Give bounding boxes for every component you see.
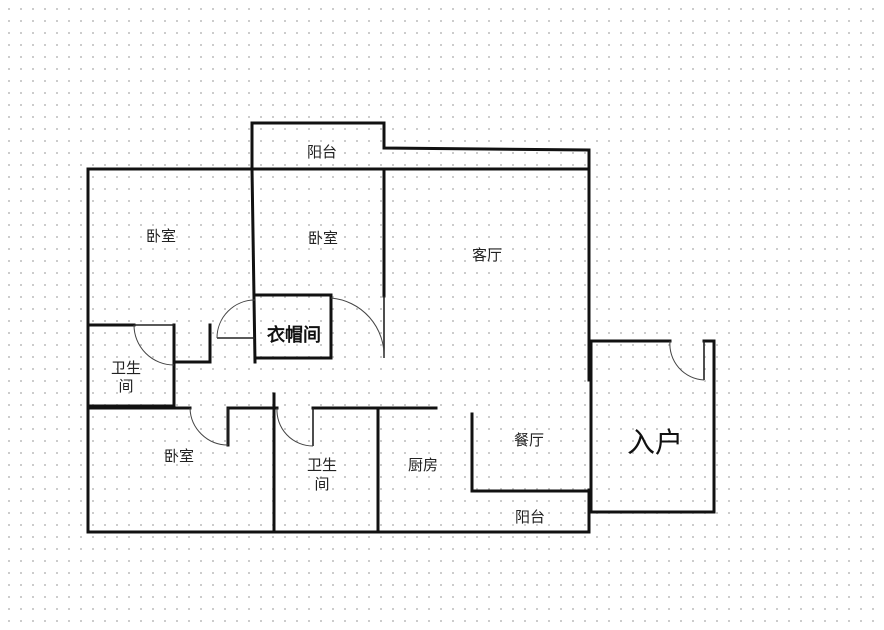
exterior-walls	[86, 121, 716, 534]
label-bathroom-bottom-2: 间	[314, 475, 329, 493]
interior-walls	[86, 167, 591, 534]
label-balcony-top: 阳台	[307, 143, 337, 161]
doors	[133, 296, 705, 447]
label-dining-room: 餐厅	[514, 431, 544, 449]
label-living-room: 客厅	[472, 246, 502, 264]
label-bathroom-left-2: 间	[118, 377, 133, 395]
label-entrance: 入户	[627, 426, 683, 459]
label-balcony-bottom: 阳台	[515, 508, 545, 526]
label-bathroom-left-1: 卫生	[111, 359, 141, 377]
label-cloakroom: 衣帽间	[267, 324, 321, 346]
label-kitchen: 厨房	[408, 456, 438, 474]
label-bedroom-bottom: 卧室	[164, 447, 194, 465]
label-bathroom-bottom-1: 卫生	[307, 456, 337, 474]
label-bedroom-middle: 卧室	[308, 229, 338, 247]
label-bedroom-left: 卧室	[146, 227, 176, 245]
